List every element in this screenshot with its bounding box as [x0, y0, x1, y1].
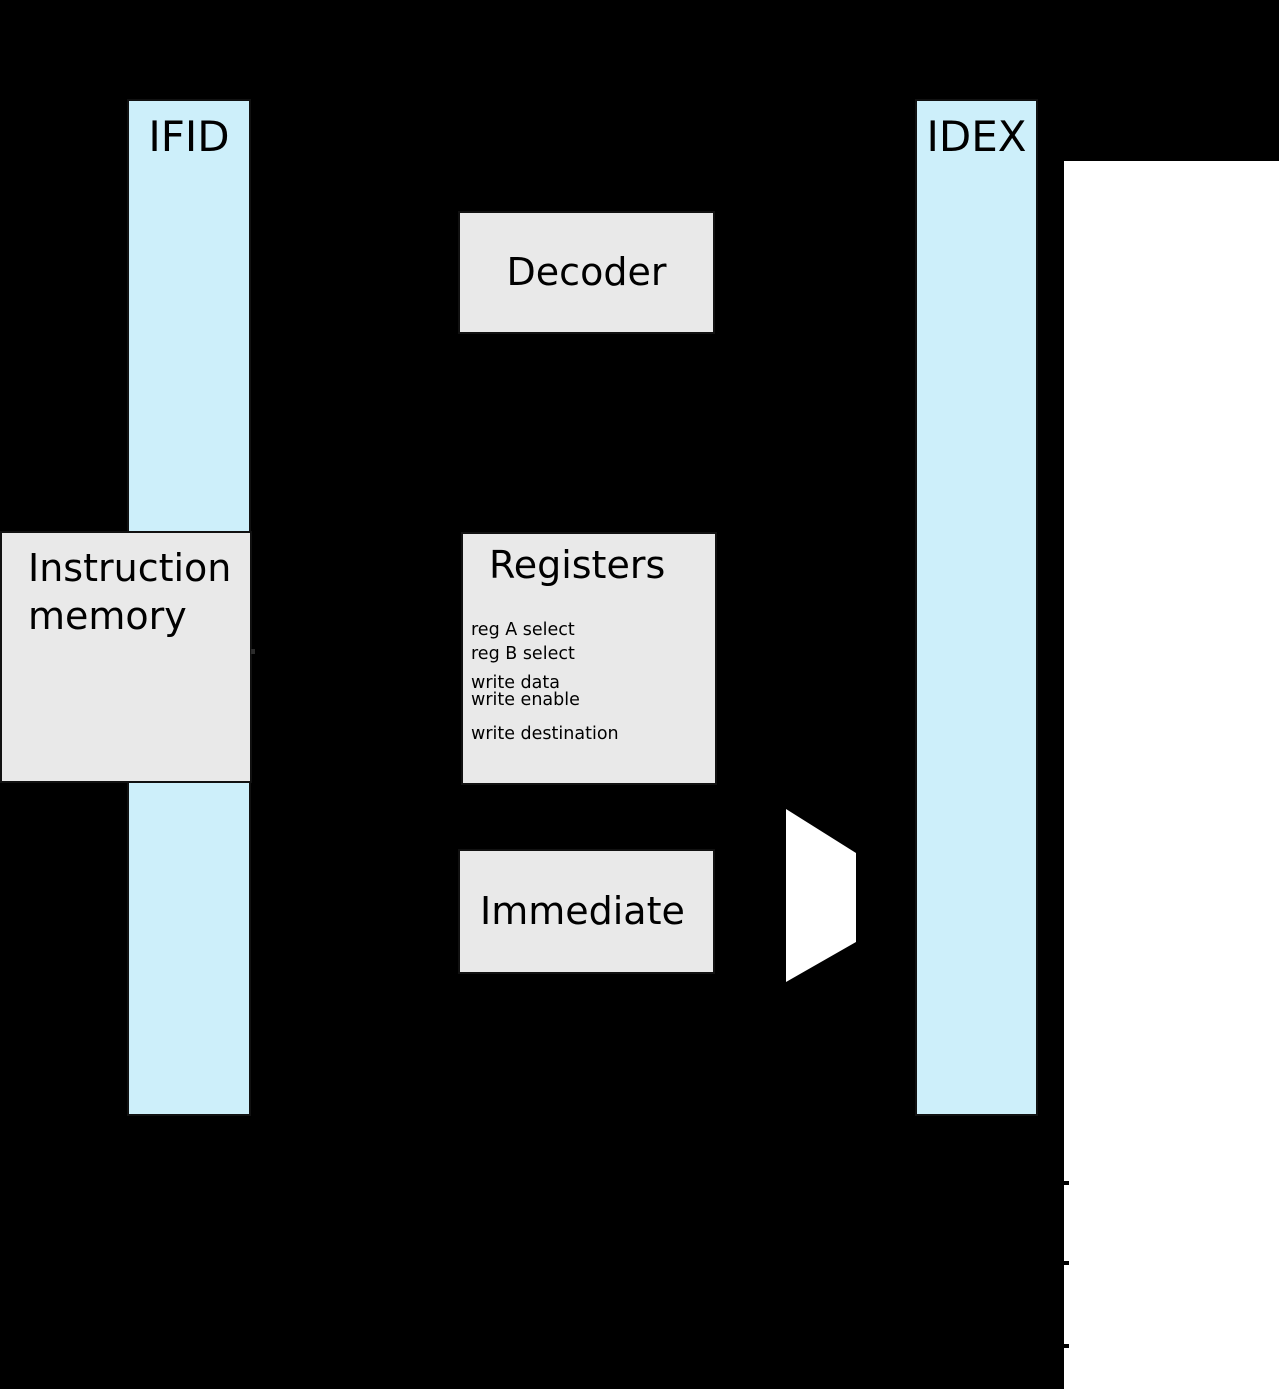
port-write-enable: write enable [471, 690, 580, 710]
port-write-data: write data [471, 673, 560, 693]
bus-stub-reg-a [1064, 1181, 1069, 1185]
registers-block: Registers reg A select reg B select writ… [461, 532, 717, 785]
port-reg-a-select: reg A select [471, 620, 575, 640]
immediate-label: Immediate [480, 888, 685, 933]
idex-label: IDEX [926, 112, 1027, 161]
instruction-bus-stub [251, 649, 255, 654]
mux-shape [786, 809, 856, 982]
ifid-label: IFID [148, 112, 230, 161]
ex-stage-background [1064, 161, 1279, 1389]
mux-polygon [786, 809, 856, 982]
instruction-memory-label: Instruction memory [28, 546, 232, 638]
immediate-block: Immediate [458, 849, 715, 974]
port-write-destination: write destination [471, 724, 619, 744]
instruction-memory-block: Instruction memory [0, 531, 252, 783]
registers-label: Registers [489, 543, 666, 587]
bus-stub-immediate [1064, 1344, 1069, 1348]
pipeline-register-idex: IDEX [915, 99, 1038, 1116]
port-reg-b-select: reg B select [471, 644, 575, 664]
bus-stub-reg-b [1064, 1261, 1069, 1265]
decoder-label: Decoder [506, 249, 667, 294]
decoder-block: Decoder [458, 211, 715, 334]
